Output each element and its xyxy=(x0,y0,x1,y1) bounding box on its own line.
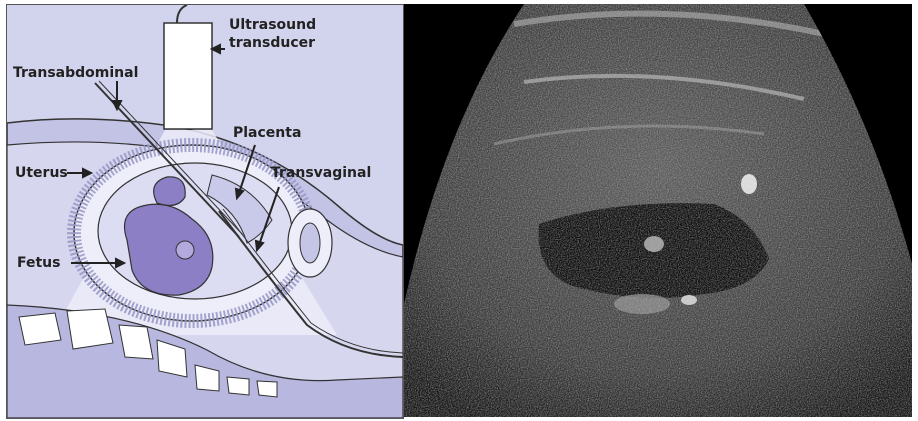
diagram-svg: Ultrasound transducer Transabdominal Pla… xyxy=(7,5,403,418)
label-ultrasound-transducer-1: Ultrasound xyxy=(229,17,316,33)
ultrasound-transducer xyxy=(164,23,212,129)
label-placenta: Placenta xyxy=(233,125,301,141)
fetus-head xyxy=(154,177,186,206)
ultrasound-svg xyxy=(404,4,912,417)
bladder-inner xyxy=(300,223,320,263)
label-ultrasound-transducer-2: transducer xyxy=(229,35,315,51)
label-uterus: Uterus xyxy=(15,165,68,181)
label-transvaginal: Transvaginal xyxy=(271,165,371,181)
label-transabdominal: Transabdominal xyxy=(13,65,138,81)
anatomy-diagram: Ultrasound transducer Transabdominal Pla… xyxy=(6,4,404,419)
label-fetus: Fetus xyxy=(17,255,60,271)
ultrasound-scan-image xyxy=(404,4,912,417)
fetus-limb xyxy=(176,241,194,259)
